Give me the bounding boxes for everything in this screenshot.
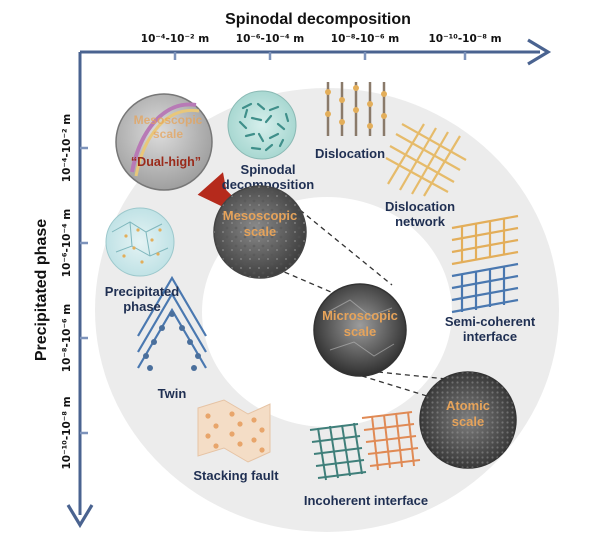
top-tick-3: 10⁻⁸-10⁻⁶ m xyxy=(331,33,400,45)
mesoscopic-scale-circle: Mesoscopic scale xyxy=(213,185,307,279)
semi-coherent-label-line2: interface xyxy=(463,329,517,344)
left-axis-title: Precipitated phase xyxy=(33,219,50,361)
dual-high-scale-line1: Mesoscopic xyxy=(134,113,203,127)
incoherent-interface-label: Incoherent interface xyxy=(304,493,428,508)
atomic-label-line2: scale xyxy=(452,414,485,429)
top-tick-1: 10⁻⁴-10⁻² m xyxy=(141,33,210,45)
atomic-label-line1: Atomic xyxy=(446,398,490,413)
precipitated-phase-label-line2: phase xyxy=(123,299,161,314)
microscopic-scale-circle: Microscopic scale xyxy=(313,283,407,377)
stacking-fault-illustration xyxy=(197,399,271,463)
dislocation-network-illustration xyxy=(385,123,467,197)
left-tick-3: 10⁻⁸-10⁻⁶ m xyxy=(61,304,73,373)
semi-coherent-interface-illustration xyxy=(451,214,519,314)
mesoscopic-label-line1: Mesoscopic xyxy=(223,208,297,223)
precipitated-phase-illustration xyxy=(105,207,175,277)
left-axis xyxy=(66,52,94,529)
spinodal-decomposition-illustration xyxy=(227,90,297,160)
top-tick-4: 10⁻¹⁰-10⁻⁸ m xyxy=(428,33,501,45)
left-tick-4: 10⁻¹⁰-10⁻⁸ m xyxy=(61,396,73,469)
dual-high-scale-line2: scale xyxy=(153,127,183,141)
atomic-scale-circle: Atomic scale xyxy=(419,371,517,469)
dislocation-network-label-line1: Dislocation xyxy=(385,199,455,214)
top-axis-title: Spinodal decomposition xyxy=(225,11,411,28)
dislocation-label: Dislocation xyxy=(315,146,385,161)
dislocation-illustration xyxy=(325,82,387,136)
stacking-fault-label: Stacking fault xyxy=(193,468,279,483)
semi-coherent-label-line1: Semi-coherent xyxy=(445,314,536,329)
precipitated-phase-label-line1: Precipitated xyxy=(105,284,179,299)
dual-high-label: “Dual-high” xyxy=(131,155,201,169)
twin-illustration xyxy=(137,275,207,371)
dislocation-network-label-line2: network xyxy=(395,214,446,229)
microscopic-label-line1: Microscopic xyxy=(322,308,398,323)
microscopic-label-line2: scale xyxy=(344,324,377,339)
dual-high-circle: Mesoscopic scale “Dual-high” xyxy=(115,93,213,191)
mesoscopic-label-line2: scale xyxy=(244,224,277,239)
twin-label: Twin xyxy=(158,386,187,401)
top-axis xyxy=(80,38,552,66)
left-tick-1: 10⁻⁴-10⁻² m xyxy=(61,114,73,183)
incoherent-interface-illustration xyxy=(309,411,421,481)
top-tick-2: 10⁻⁶-10⁻⁴ m xyxy=(236,33,305,45)
left-tick-2: 10⁻⁶-10⁻⁴ m xyxy=(61,209,73,278)
spinodal-label-line1: Spinodal xyxy=(241,162,296,177)
